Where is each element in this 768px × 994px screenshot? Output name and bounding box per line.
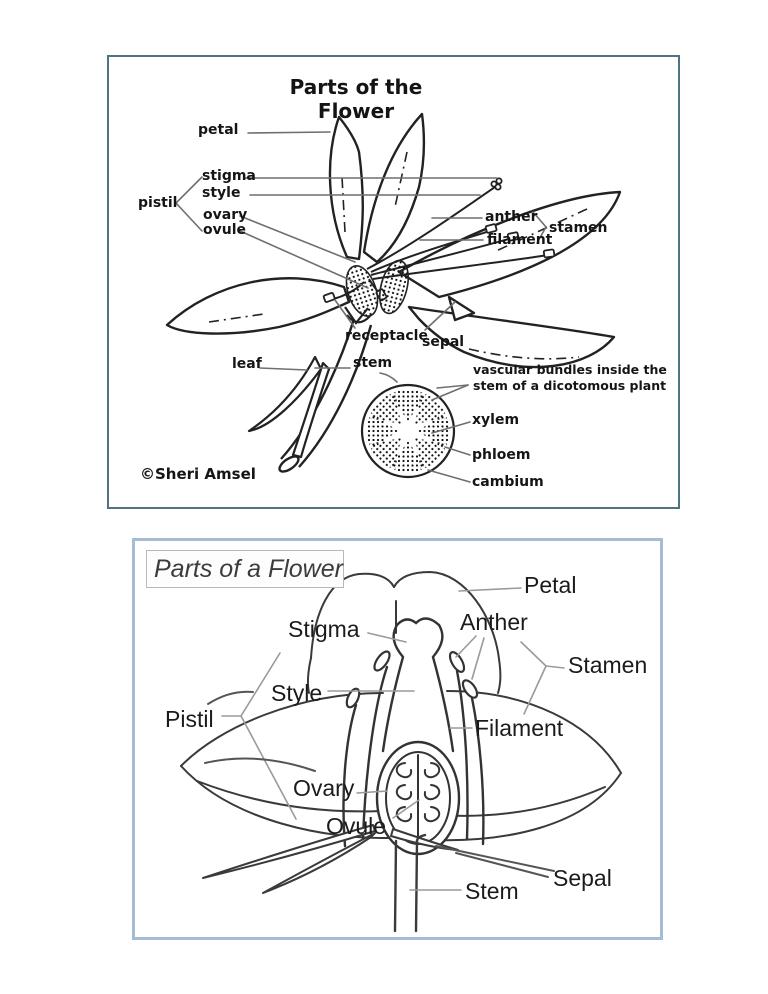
- lily-leaf: [247, 355, 331, 459]
- bottom-dark-pointers: [204, 690, 555, 878]
- label-filament: filament: [487, 232, 553, 248]
- label-pistil: Pistil: [165, 706, 214, 732]
- label-ovary: ovary: [203, 207, 248, 223]
- label-ovule: Ovule: [326, 813, 387, 839]
- label-filament: Filament: [475, 715, 564, 741]
- label-stem: stem: [353, 355, 393, 371]
- label-ovary: Ovary: [293, 775, 355, 801]
- label-stigma: stigma: [202, 168, 256, 184]
- label-receptacle: receptacle: [345, 328, 428, 344]
- label-leaf: leaf: [232, 356, 262, 372]
- label-sepal: Sepal: [553, 865, 612, 891]
- top-diagram-title: Parts of the Flower: [289, 75, 423, 123]
- bottom-connector-lines: [221, 587, 565, 891]
- bottom-flower-diagram-panel: Parts of a Flower Petal Anther Stamen St…: [132, 538, 663, 940]
- top-connector-lines: [174, 131, 547, 483]
- label-anther: Anther: [460, 609, 528, 635]
- label-petal: Petal: [524, 572, 577, 598]
- lily-stem: [278, 318, 373, 473]
- label-style: style: [202, 185, 241, 201]
- label-cambium: cambium: [472, 474, 544, 490]
- top-flower-diagram-panel: Parts of the Flower petal stigma style p…: [107, 55, 680, 509]
- anthers: [345, 650, 479, 709]
- credit-line: ©Sheri Amsel: [140, 465, 256, 483]
- label-phloem: phloem: [472, 447, 531, 463]
- lily-ovary: [345, 259, 410, 317]
- label-vascular-bundles-line2: stem of a dicotomous plant: [473, 378, 667, 393]
- petal-veins: [208, 151, 588, 360]
- label-sepal: sepal: [422, 334, 465, 350]
- label-ovule: ovule: [203, 222, 247, 238]
- label-stamen: stamen: [549, 220, 608, 236]
- ovules: [395, 762, 441, 823]
- label-pistil: pistil: [138, 195, 178, 211]
- lily-anthers: [322, 177, 556, 303]
- label-stamen: Stamen: [568, 652, 648, 678]
- flower-cross-section-drawing: [180, 570, 622, 933]
- label-anther: anther: [485, 209, 538, 225]
- lily-receptacle: [344, 306, 371, 325]
- stem-lines: [393, 833, 427, 933]
- bottom-diagram-title-box: Parts of a Flower: [146, 550, 344, 588]
- label-vascular-bundles-line1: vascular bundles inside the: [473, 362, 667, 377]
- stamens: [342, 665, 485, 848]
- label-xylem: xylem: [472, 412, 520, 428]
- lily-flower-drawing: [165, 112, 622, 483]
- stem-cross-section: [360, 383, 456, 479]
- label-stem: Stem: [465, 878, 519, 904]
- bottom-diagram-title: Parts of a Flower: [154, 554, 343, 583]
- label-stigma: Stigma: [288, 616, 360, 642]
- lily-petals: [165, 112, 622, 369]
- label-style: Style: [271, 680, 323, 706]
- label-petal: petal: [198, 122, 239, 138]
